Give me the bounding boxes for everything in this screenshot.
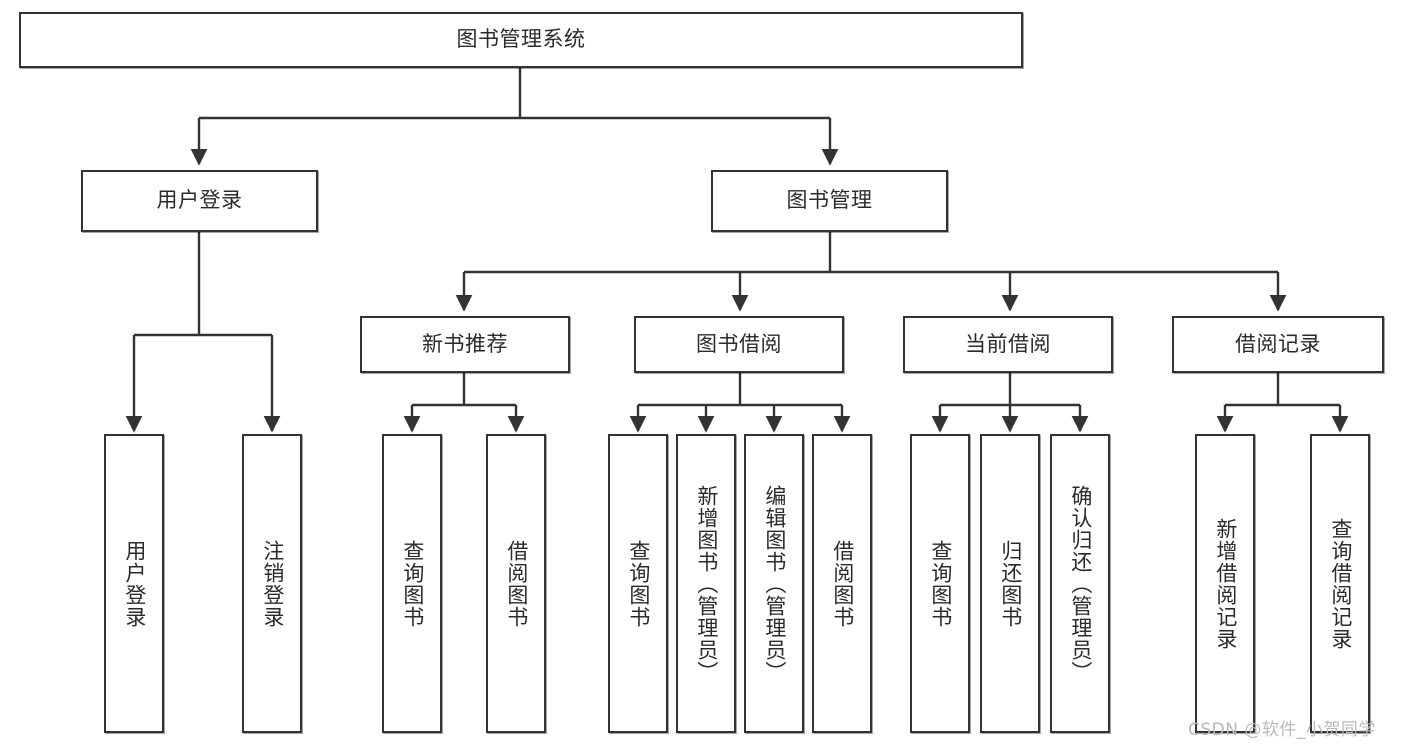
leaf-new-book-borrow-book[interactable]: 借阅图书 <box>486 434 546 733</box>
node-label: 借阅图书 <box>504 539 529 628</box>
csdn-watermark: CSDN @软件_小贺同学 <box>1188 720 1376 740</box>
node-current-borrow[interactable]: 当前借阅 <box>903 316 1113 373</box>
node-label: 图书借阅 <box>696 331 782 356</box>
leaf-borrow-record-add-record[interactable]: 新增借阅记录 <box>1195 434 1255 733</box>
node-borrow-record[interactable]: 借阅记录 <box>1172 316 1384 373</box>
node-label: 图书管理系统 <box>456 27 586 52</box>
leaf-user-login-login[interactable]: 用户登录 <box>104 434 164 733</box>
node-label: 查询图书 <box>626 539 651 628</box>
node-new-book-recommend[interactable]: 新书推荐 <box>360 316 570 373</box>
node-label: 用户登录 <box>156 188 243 213</box>
node-label: 查询借阅记录 <box>1328 517 1353 650</box>
leaf-book-borrow-query-book[interactable]: 查询图书 <box>608 434 668 733</box>
leaf-user-login-logout[interactable]: 注销登录 <box>242 434 302 733</box>
node-user-login[interactable]: 用户登录 <box>81 170 318 232</box>
node-label: 注销登录 <box>260 539 285 628</box>
leaf-book-borrow-edit-book[interactable]: 编辑图书（管理员） <box>744 434 804 733</box>
leaf-current-borrow-confirm-return[interactable]: 确认归还（管理员） <box>1050 434 1110 733</box>
node-label: 新增借阅记录 <box>1213 517 1238 650</box>
node-label: 编辑图书（管理员） <box>762 484 787 683</box>
leaf-book-borrow-borrow-book[interactable]: 借阅图书 <box>812 434 872 733</box>
node-label: 新增图书（管理员） <box>694 484 719 683</box>
node-label: 当前借阅 <box>965 331 1051 356</box>
node-label: 借阅记录 <box>1235 331 1321 356</box>
node-label: 新书推荐 <box>422 331 508 356</box>
leaf-current-borrow-return-book[interactable]: 归还图书 <box>980 434 1040 733</box>
node-label: 查询图书 <box>400 539 425 628</box>
node-label: 归还图书 <box>998 539 1023 628</box>
node-book-management[interactable]: 图书管理 <box>711 170 948 232</box>
leaf-book-borrow-add-book[interactable]: 新增图书（管理员） <box>676 434 736 733</box>
leaf-new-book-query-book[interactable]: 查询图书 <box>382 434 442 733</box>
node-label: 确认归还（管理员） <box>1068 484 1093 683</box>
node-label: 查询图书 <box>928 539 953 628</box>
node-book-borrow[interactable]: 图书借阅 <box>634 316 844 373</box>
leaf-current-borrow-query-book[interactable]: 查询图书 <box>910 434 970 733</box>
leaf-borrow-record-query-record[interactable]: 查询借阅记录 <box>1310 434 1370 733</box>
node-label: 图书管理 <box>786 188 873 213</box>
node-label: 借阅图书 <box>830 539 855 628</box>
node-root-book-management-system[interactable]: 图书管理系统 <box>19 12 1023 68</box>
node-label: 用户登录 <box>122 539 147 628</box>
